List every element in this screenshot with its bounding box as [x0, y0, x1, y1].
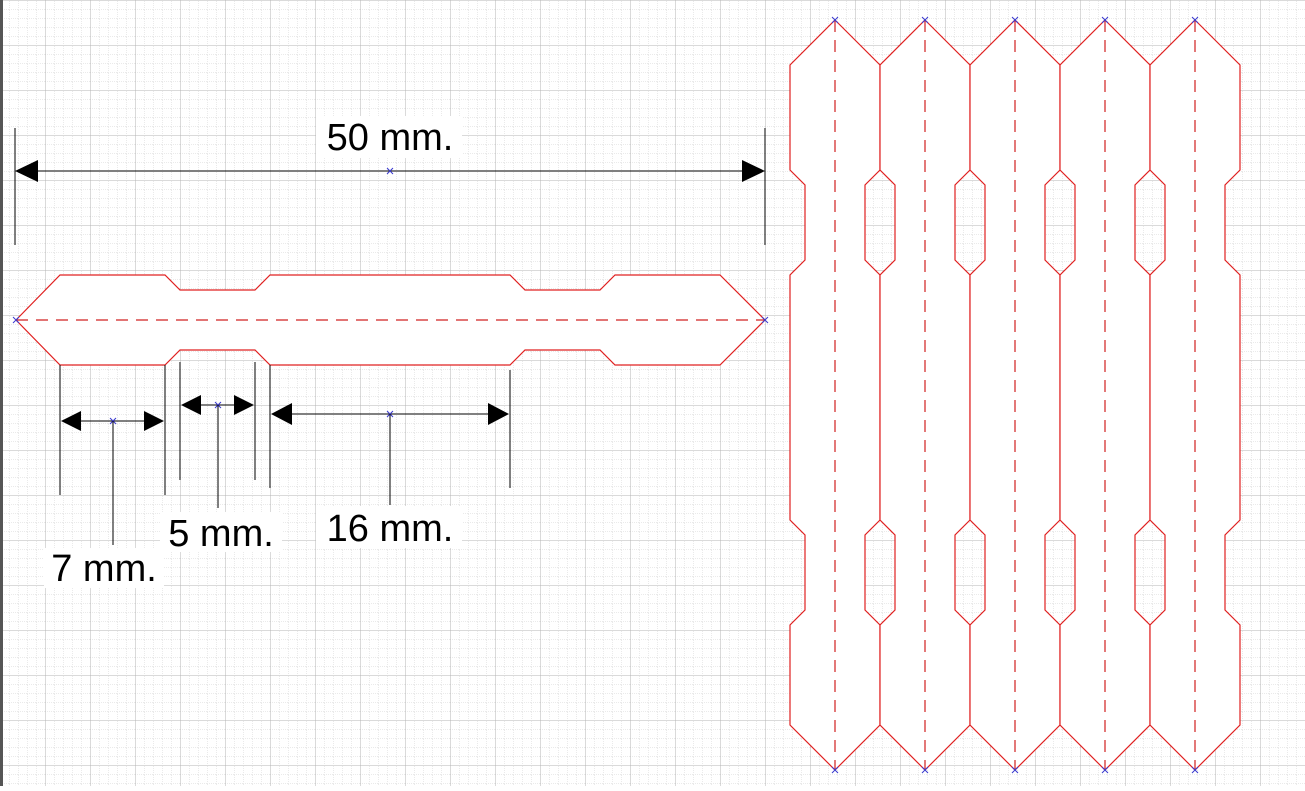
arrowhead-left — [181, 395, 201, 415]
dimension-label-total: 50 mm. — [327, 117, 454, 159]
horizontal-strip — [12, 274, 769, 366]
vertical-strip-end-marker — [1011, 766, 1019, 774]
vertical-strip-end-marker — [921, 766, 929, 774]
midpoint-marker — [386, 167, 394, 175]
vertical-strip-end-marker — [831, 16, 839, 24]
arrowhead-left — [61, 411, 81, 431]
vertical-strip-end-marker — [1101, 766, 1109, 774]
arrowhead-right — [144, 411, 164, 431]
vertical-strip-outline — [969, 19, 1061, 771]
dimension-segment-a: 7 mm. — [44, 365, 166, 590]
dimension-total: 50 mm. — [14, 116, 766, 245]
dimension-label-a: 7 mm. — [51, 548, 157, 590]
strip-end-marker-left — [12, 316, 20, 324]
arrowhead-right — [742, 160, 765, 182]
arrowhead-right — [234, 395, 254, 415]
dimension-label-b: 5 mm. — [168, 513, 274, 555]
arrowhead-left — [271, 403, 292, 425]
label-background — [316, 116, 462, 158]
strip-outline — [15, 274, 766, 366]
left-ruler-edge — [0, 0, 3, 786]
vertical-strip-outline — [879, 19, 971, 771]
arrowhead-right — [488, 403, 509, 425]
dimension-segment-c: 16 mm. — [269, 365, 511, 550]
arrowhead-left — [15, 160, 38, 182]
vertical-strip-outline — [1149, 19, 1241, 771]
label-background — [160, 512, 282, 552]
vertical-strips-pattern — [789, 16, 1241, 774]
label-background — [44, 548, 164, 588]
vertical-strip-end-marker — [921, 16, 929, 24]
vertical-strip-end-marker — [1101, 16, 1109, 24]
dimension-label-c: 16 mm. — [327, 508, 454, 550]
vertical-strip-end-marker — [831, 766, 839, 774]
label-background — [316, 506, 462, 548]
vertical-strip-outline — [1059, 19, 1151, 771]
vertical-strip-end-marker — [1191, 766, 1199, 774]
dimension-segment-b: 5 mm. — [160, 362, 282, 555]
vertical-strip-outline — [789, 19, 881, 771]
vertical-strip-end-marker — [1011, 16, 1019, 24]
vertical-strip-end-marker — [1191, 16, 1199, 24]
strip-end-marker-right — [761, 316, 769, 324]
